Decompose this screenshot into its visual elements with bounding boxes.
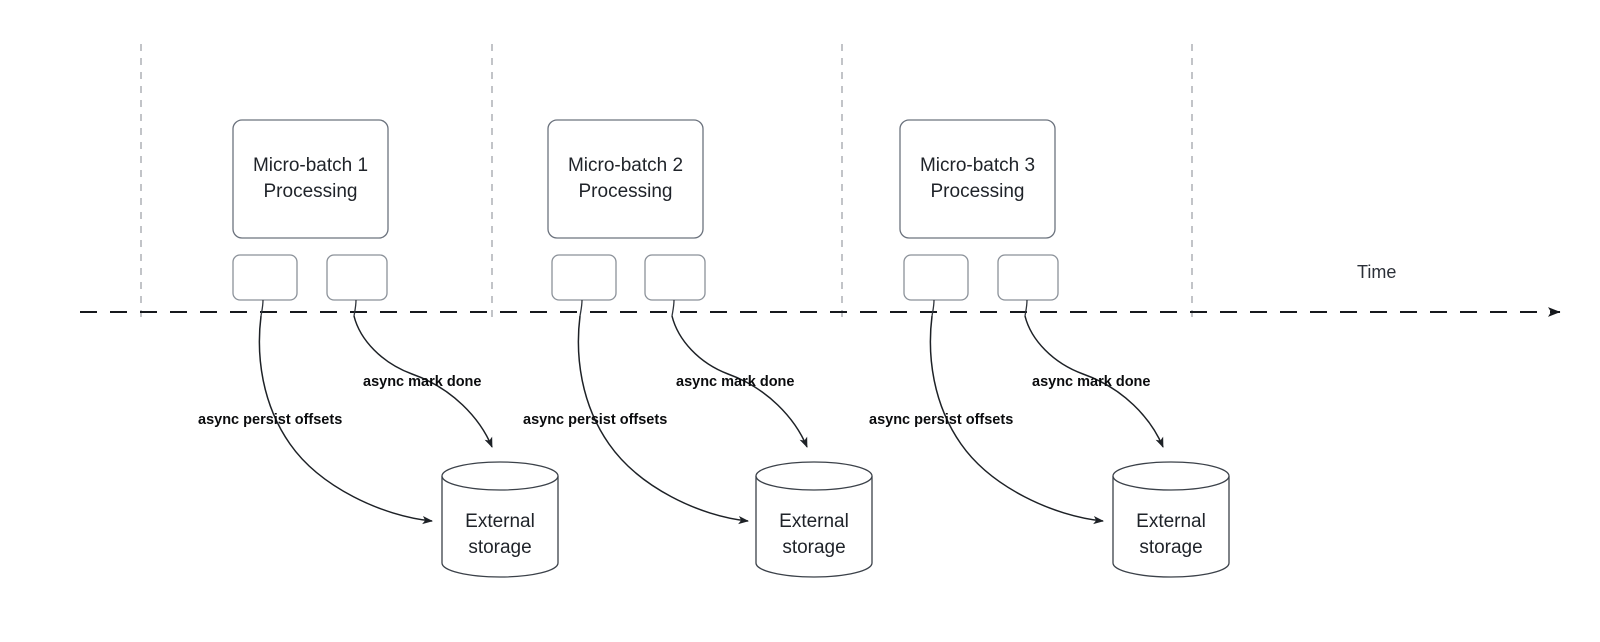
external-storage-3-body bbox=[1112, 476, 1230, 578]
async-mark-done-label-1: async mark done bbox=[363, 374, 481, 390]
task-box-2b[interactable] bbox=[644, 254, 706, 301]
async-persist-offsets-arrow-2 bbox=[577, 315, 749, 525]
task-box-1b[interactable] bbox=[326, 254, 388, 301]
external-storage-1-body bbox=[441, 476, 559, 578]
micro-batch-3-label-line1: Micro-batch 3 bbox=[920, 155, 1035, 176]
micro-batch-3-box[interactable] bbox=[899, 119, 1056, 239]
task-3b-connector bbox=[1024, 299, 1028, 317]
task-box-3a[interactable] bbox=[903, 254, 969, 301]
async-persist-offsets-arrow-1 bbox=[258, 315, 433, 525]
group-3: Micro-batch 3 Processing async mark done… bbox=[869, 119, 1230, 578]
task-3a-connector bbox=[931, 299, 935, 317]
external-storage-2-label-line1: External bbox=[779, 511, 849, 532]
async-persist-offsets-label-2: async persist offsets bbox=[523, 412, 667, 428]
async-persist-offsets-label-3: async persist offsets bbox=[869, 412, 1013, 428]
time-axis-label: Time bbox=[1357, 262, 1396, 282]
external-storage-2-top bbox=[755, 461, 873, 491]
divider-lines bbox=[140, 44, 1193, 318]
task-2a-connector bbox=[579, 299, 583, 317]
async-mark-done-label-3: async mark done bbox=[1032, 374, 1150, 390]
external-storage-3[interactable]: External storage bbox=[1112, 461, 1230, 578]
micro-batch-1-label-line1: Micro-batch 1 bbox=[253, 155, 368, 176]
external-storage-2-label-line2: storage bbox=[782, 537, 845, 558]
external-storage-3-top bbox=[1112, 461, 1230, 491]
external-storage-2-body bbox=[755, 476, 873, 578]
task-box-1a[interactable] bbox=[232, 254, 298, 301]
external-storage-2[interactable]: External storage bbox=[755, 461, 873, 578]
task-1b-connector bbox=[353, 299, 357, 317]
external-storage-1-top bbox=[441, 461, 559, 491]
async-mark-done-arrow-2 bbox=[671, 315, 808, 448]
async-mark-done-label-2: async mark done bbox=[676, 374, 794, 390]
micro-batch-3-label-line2: Processing bbox=[931, 181, 1025, 202]
micro-batch-2-box[interactable] bbox=[547, 119, 704, 239]
group-2: Micro-batch 2 Processing async mark done… bbox=[523, 119, 873, 578]
external-storage-1[interactable]: External storage bbox=[441, 461, 559, 578]
task-box-2a[interactable] bbox=[551, 254, 617, 301]
task-1a-connector bbox=[260, 299, 264, 317]
micro-batch-1-box[interactable] bbox=[232, 119, 389, 239]
task-box-3b[interactable] bbox=[997, 254, 1059, 301]
external-storage-1-label-line1: External bbox=[465, 511, 535, 532]
micro-batch-1-label-line2: Processing bbox=[264, 181, 358, 202]
async-persist-offsets-label-1: async persist offsets bbox=[198, 412, 342, 428]
async-mark-done-arrow-1 bbox=[353, 315, 493, 448]
external-storage-3-label-line1: External bbox=[1136, 511, 1206, 532]
micro-batch-2-label-line2: Processing bbox=[579, 181, 673, 202]
async-persist-offsets-arrow-3 bbox=[929, 315, 1104, 525]
async-mark-done-arrow-3 bbox=[1024, 315, 1164, 448]
group-1: Micro-batch 1 Processing async mark done… bbox=[198, 119, 559, 578]
external-storage-1-label-line2: storage bbox=[468, 537, 531, 558]
task-2b-connector bbox=[671, 299, 675, 317]
micro-batch-2-label-line1: Micro-batch 2 bbox=[568, 155, 683, 176]
external-storage-3-label-line2: storage bbox=[1139, 537, 1202, 558]
